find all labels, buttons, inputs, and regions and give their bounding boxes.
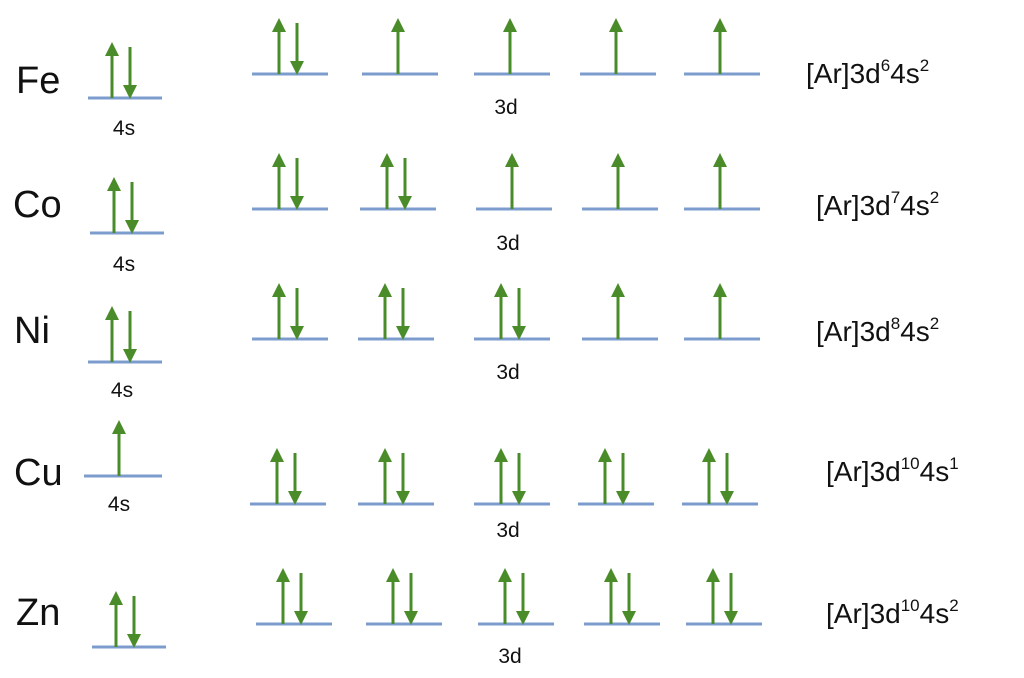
config-s-orbital: 4s: [900, 190, 930, 221]
orbital-4s-spin-up-arrow: [105, 42, 119, 98]
config-d-count: 8: [890, 314, 901, 333]
element-symbol: Fe: [16, 60, 61, 102]
orbital-3d-spin-up-arrow: [702, 448, 716, 504]
orbital-3d-spin-up-arrow: [713, 283, 727, 339]
orbital-3d-spin-down-arrow: [512, 288, 526, 340]
orbital-label-4s: 4s: [110, 379, 134, 402]
orbital-3d-spin-up-arrow: [494, 448, 508, 504]
orbital-label-3d: 3d: [496, 519, 520, 542]
orbital-3d-spin-down-arrow: [398, 158, 412, 210]
config-d-orbital: 3d: [869, 598, 901, 629]
orbital-3d-spin-up-arrow: [272, 18, 286, 74]
orbital-3d-spin-up-arrow: [391, 18, 405, 74]
orbital-4s-spin-down-arrow: [125, 182, 139, 234]
electron-configuration: [Ar]3d74s2: [816, 189, 939, 221]
orbital-4s-spin-up-arrow: [105, 306, 119, 362]
config-s-orbital: 4s: [890, 58, 920, 89]
orbital-3d-spin-up-arrow: [378, 448, 392, 504]
element-symbol: Ni: [14, 310, 50, 352]
orbital-3d-spin-down-arrow: [294, 573, 308, 625]
config-core: [Ar]: [816, 316, 860, 347]
config-core: [Ar]: [826, 456, 870, 487]
orbital-label-3d: 3d: [496, 232, 520, 255]
orbital-3d-spin-down-arrow: [512, 453, 526, 505]
config-d-orbital: 3d: [869, 456, 901, 487]
orbital-3d-spin-down-arrow: [720, 453, 734, 505]
electron-configuration: [Ar]3d104s2: [826, 597, 959, 629]
orbital-3d-spin-down-arrow: [516, 573, 530, 625]
orbital-label-4s: 4s: [112, 253, 136, 276]
orbital-3d-spin-down-arrow: [288, 453, 302, 505]
orbital-3d-spin-up-arrow: [503, 18, 517, 74]
config-s-orbital: 4s: [919, 456, 950, 487]
orbital-3d-spin-down-arrow: [396, 453, 410, 505]
orbital-3d-spin-up-arrow: [378, 283, 392, 339]
orbital-3d-spin-up-arrow: [713, 18, 727, 74]
config-s-orbital: 4s: [900, 316, 930, 347]
orbital-3d-spin-down-arrow: [396, 288, 410, 340]
element-symbol: Cu: [14, 452, 63, 494]
orbital-3d-spin-down-arrow: [616, 453, 630, 505]
config-d-count: 6: [880, 56, 891, 75]
config-s-count: 2: [929, 188, 940, 207]
electron-configuration: [Ar]3d64s2: [806, 57, 929, 89]
orbital-3d-spin-up-arrow: [611, 283, 625, 339]
orbital-3d-spin-up-arrow: [611, 153, 625, 209]
orbital-3d-spin-down-arrow: [404, 573, 418, 625]
orbital-3d-spin-down-arrow: [290, 23, 304, 75]
config-d-count: 7: [890, 188, 901, 207]
config-d-count: 10: [900, 454, 920, 473]
orbital-3d-spin-up-arrow: [604, 568, 618, 624]
orbital-4s-spin-up-arrow: [109, 591, 123, 647]
orbital-3d-spin-down-arrow: [290, 158, 304, 210]
config-s-count: 2: [919, 56, 930, 75]
orbital-4s-spin-up-arrow: [107, 177, 121, 233]
orbital-3d-spin-up-arrow: [276, 568, 290, 624]
electron-configuration: [Ar]3d104s1: [826, 455, 959, 487]
orbital-3d-spin-up-arrow: [505, 153, 519, 209]
orbital-label-3d: 3d: [498, 645, 522, 668]
orbital-3d-spin-down-arrow: [724, 573, 738, 625]
orbital-3d-spin-up-arrow: [272, 283, 286, 339]
orbital-3d-spin-up-arrow: [494, 283, 508, 339]
config-core: [Ar]: [816, 190, 860, 221]
element-symbol: Co: [13, 184, 62, 226]
orbital-4s-spin-down-arrow: [127, 596, 141, 648]
orbital-4s-spin-down-arrow: [123, 47, 137, 99]
orbital-label-3d: 3d: [494, 96, 518, 119]
config-s-count: 2: [929, 314, 940, 333]
config-s-count: 1: [949, 454, 959, 473]
config-d-orbital: 3d: [859, 190, 891, 221]
orbital-3d-spin-up-arrow: [706, 568, 720, 624]
orbital-4s-spin-up-arrow: [112, 420, 126, 476]
config-s-count: 2: [949, 596, 959, 615]
orbital-3d-spin-down-arrow: [622, 573, 636, 625]
config-s-orbital: 4s: [919, 598, 950, 629]
orbital-3d-spin-up-arrow: [609, 18, 623, 74]
orbital-3d-spin-up-arrow: [386, 568, 400, 624]
config-d-count: 10: [900, 596, 920, 615]
config-core: [Ar]: [806, 58, 850, 89]
orbital-3d-spin-down-arrow: [290, 288, 304, 340]
config-core: [Ar]: [826, 598, 870, 629]
config-d-orbital: 3d: [859, 316, 891, 347]
element-symbol: Zn: [16, 592, 61, 634]
orbital-3d-spin-up-arrow: [380, 153, 394, 209]
orbital-label-4s: 4s: [112, 117, 136, 140]
orbital-label-4s: 4s: [107, 493, 131, 516]
orbital-3d-spin-up-arrow: [713, 153, 727, 209]
orbital-3d-spin-up-arrow: [272, 153, 286, 209]
orbital-label-3d: 3d: [496, 361, 520, 384]
orbital-4s-spin-down-arrow: [123, 311, 137, 363]
orbital-3d-spin-up-arrow: [270, 448, 284, 504]
config-d-orbital: 3d: [849, 58, 881, 89]
electron-configuration: [Ar]3d84s2: [816, 315, 939, 347]
orbital-3d-spin-up-arrow: [598, 448, 612, 504]
orbital-3d-spin-up-arrow: [498, 568, 512, 624]
